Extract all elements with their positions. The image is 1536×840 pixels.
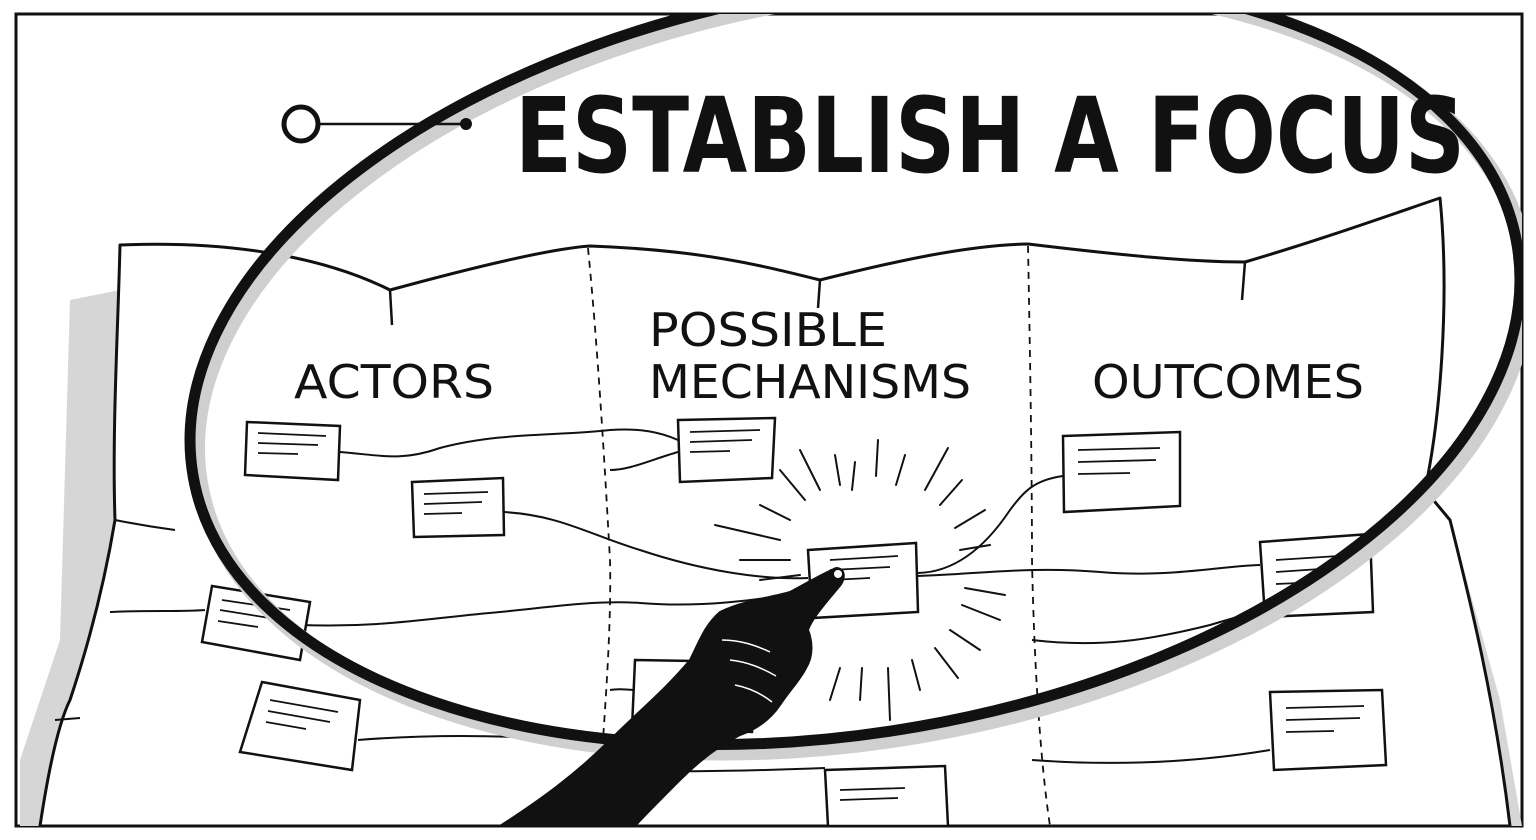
fold-top-2: [816, 279, 822, 309]
column-header-outcomes: OUTCOMES: [1092, 355, 1364, 409]
note-mechanisms-1: [676, 416, 777, 484]
callout-ring: [281, 104, 321, 144]
column-header-actors: ACTORS: [294, 355, 494, 409]
pointing-hand-icon: [499, 567, 845, 826]
column-divider-2: [1027, 245, 1051, 826]
note-outcomes-1: [1061, 430, 1182, 514]
fold-side: [114, 519, 176, 531]
callout-dot: [460, 118, 472, 130]
note-actors-2: [410, 476, 506, 539]
note-outcomes-3: [1268, 688, 1388, 772]
note-actors-4: [238, 680, 362, 772]
fold-left-low: [54, 717, 81, 721]
column-header-mechanisms-line1: POSSIBLE: [649, 303, 887, 357]
focus-circle: [184, 14, 1522, 750]
highlight-burst-icon: [714, 439, 1006, 721]
fold-top-3: [1240, 261, 1247, 301]
fold-top-1: [388, 289, 394, 326]
column-divider-1: [587, 247, 612, 826]
column-header-mechanisms-line2: MECHANISMS: [649, 355, 971, 409]
note-actors-3: [200, 584, 312, 662]
page-title: ESTABLISH A FOCUS: [515, 75, 1465, 197]
note-actors-1: [243, 420, 342, 482]
note-mechanisms-3: [823, 764, 950, 826]
